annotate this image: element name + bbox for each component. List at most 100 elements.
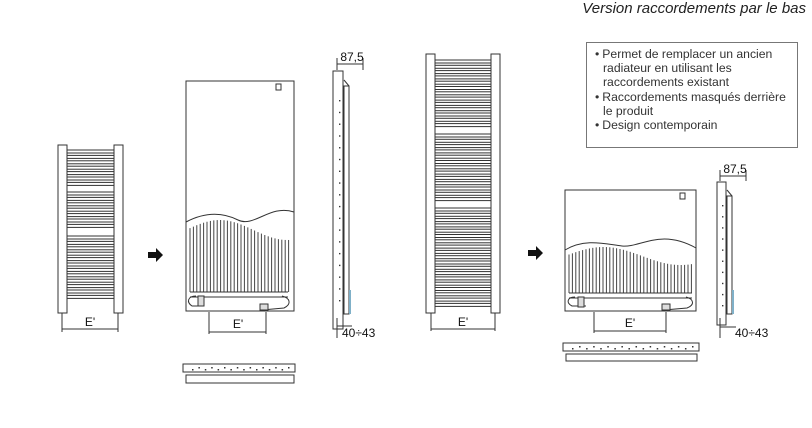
fixing-dot bbox=[275, 367, 277, 369]
rail bbox=[66, 196, 115, 201]
rail bbox=[434, 255, 492, 260]
rail bbox=[434, 276, 492, 281]
rail bbox=[66, 235, 115, 240]
fixing-dot bbox=[339, 147, 341, 149]
wall-gap-label: 40÷43 bbox=[342, 326, 376, 340]
rail bbox=[434, 271, 492, 276]
rail bbox=[66, 218, 115, 223]
rail bbox=[434, 186, 492, 191]
dimension-e-prime-3: E' bbox=[430, 315, 496, 331]
fixing-dot bbox=[572, 348, 574, 350]
rail bbox=[66, 240, 115, 245]
fixing-dot bbox=[642, 348, 645, 350]
rail bbox=[66, 154, 115, 159]
fixing-dot bbox=[656, 348, 659, 350]
rail bbox=[66, 273, 115, 278]
rail bbox=[434, 101, 492, 106]
e-prime-label: E' bbox=[85, 315, 95, 329]
fixing-dot bbox=[256, 369, 258, 371]
rail bbox=[434, 197, 492, 202]
dimension-e-prime-1: E' bbox=[61, 315, 119, 332]
fixing-dot bbox=[339, 158, 341, 161]
fixing-dot bbox=[722, 238, 724, 240]
fixing-dot bbox=[722, 282, 724, 285]
fixing-dot bbox=[722, 271, 724, 274]
rail bbox=[66, 267, 115, 272]
rail bbox=[434, 228, 492, 233]
rail bbox=[434, 223, 492, 228]
rail bbox=[434, 212, 492, 217]
rail bbox=[434, 123, 492, 128]
rail bbox=[66, 223, 115, 228]
fixing-dot bbox=[722, 205, 724, 207]
fixing-dot bbox=[339, 182, 341, 184]
rail bbox=[434, 154, 492, 159]
rail bbox=[434, 170, 492, 175]
fixing-dot bbox=[339, 252, 341, 255]
fixing-dot bbox=[268, 369, 271, 371]
panel-radiator-front bbox=[185, 80, 295, 312]
rail bbox=[66, 294, 115, 299]
rail bbox=[66, 284, 115, 289]
wide-panel-bottom-view bbox=[562, 342, 700, 362]
fixing-dot bbox=[339, 111, 341, 114]
rail bbox=[66, 176, 115, 181]
rail bbox=[434, 144, 492, 149]
rail bbox=[434, 64, 492, 69]
fixing-dot bbox=[339, 100, 341, 102]
dimension-wall-gap-1: 40÷43 bbox=[336, 318, 376, 340]
fixing-dot bbox=[692, 346, 694, 348]
fixing-dot bbox=[339, 170, 341, 172]
rail bbox=[434, 260, 492, 265]
rail bbox=[66, 289, 115, 294]
fixing-dot bbox=[722, 293, 724, 296]
old-ladder-radiator bbox=[57, 144, 124, 322]
fixing-dot bbox=[684, 348, 687, 350]
fixing-dot bbox=[586, 348, 588, 350]
fixing-dot bbox=[339, 135, 341, 137]
rail bbox=[434, 265, 492, 270]
e-prime-label: E' bbox=[233, 317, 243, 331]
features-box: Permet de remplacer un ancien radiateur … bbox=[586, 42, 798, 148]
fixing-dot bbox=[204, 369, 207, 371]
rail bbox=[434, 149, 492, 154]
fixing-dot bbox=[339, 205, 341, 208]
dimension-depth-1: 87,5 bbox=[336, 50, 364, 70]
fixing-dot bbox=[281, 369, 284, 371]
rail bbox=[434, 75, 492, 80]
fixing-dot bbox=[593, 346, 595, 348]
fixing-dot bbox=[211, 367, 213, 369]
rail bbox=[434, 86, 492, 90]
e-prime-label: E' bbox=[625, 316, 635, 330]
rail bbox=[66, 191, 115, 196]
fixing-dot bbox=[217, 369, 220, 371]
panel-radiator-side-view bbox=[332, 70, 351, 330]
rail bbox=[66, 246, 115, 251]
rail bbox=[434, 287, 492, 291]
fixing-dot bbox=[621, 346, 623, 348]
rail bbox=[434, 218, 492, 223]
fixing-dot bbox=[243, 369, 245, 371]
rail bbox=[66, 149, 115, 154]
rail bbox=[434, 281, 492, 286]
fixing-dot bbox=[236, 367, 239, 369]
rail bbox=[434, 297, 492, 302]
rail bbox=[434, 165, 492, 170]
rail bbox=[434, 80, 492, 85]
fixing-dot bbox=[198, 367, 200, 369]
wall-gap-label: 40÷43 bbox=[735, 326, 769, 340]
rail bbox=[434, 181, 492, 186]
fixing-dot bbox=[677, 346, 680, 348]
fixing-dot bbox=[722, 249, 724, 251]
feature-item: Raccordements masqués derrière le produi… bbox=[593, 90, 791, 118]
fixing-dot bbox=[670, 348, 673, 350]
rail bbox=[66, 181, 115, 186]
wide-panel-radiator-front bbox=[564, 189, 697, 312]
fixing-dot bbox=[262, 367, 264, 369]
rail bbox=[434, 70, 492, 75]
rail bbox=[66, 278, 115, 283]
fixing-dot bbox=[339, 229, 341, 231]
feature-item: Design contemporain bbox=[593, 118, 791, 132]
rail bbox=[66, 207, 115, 212]
